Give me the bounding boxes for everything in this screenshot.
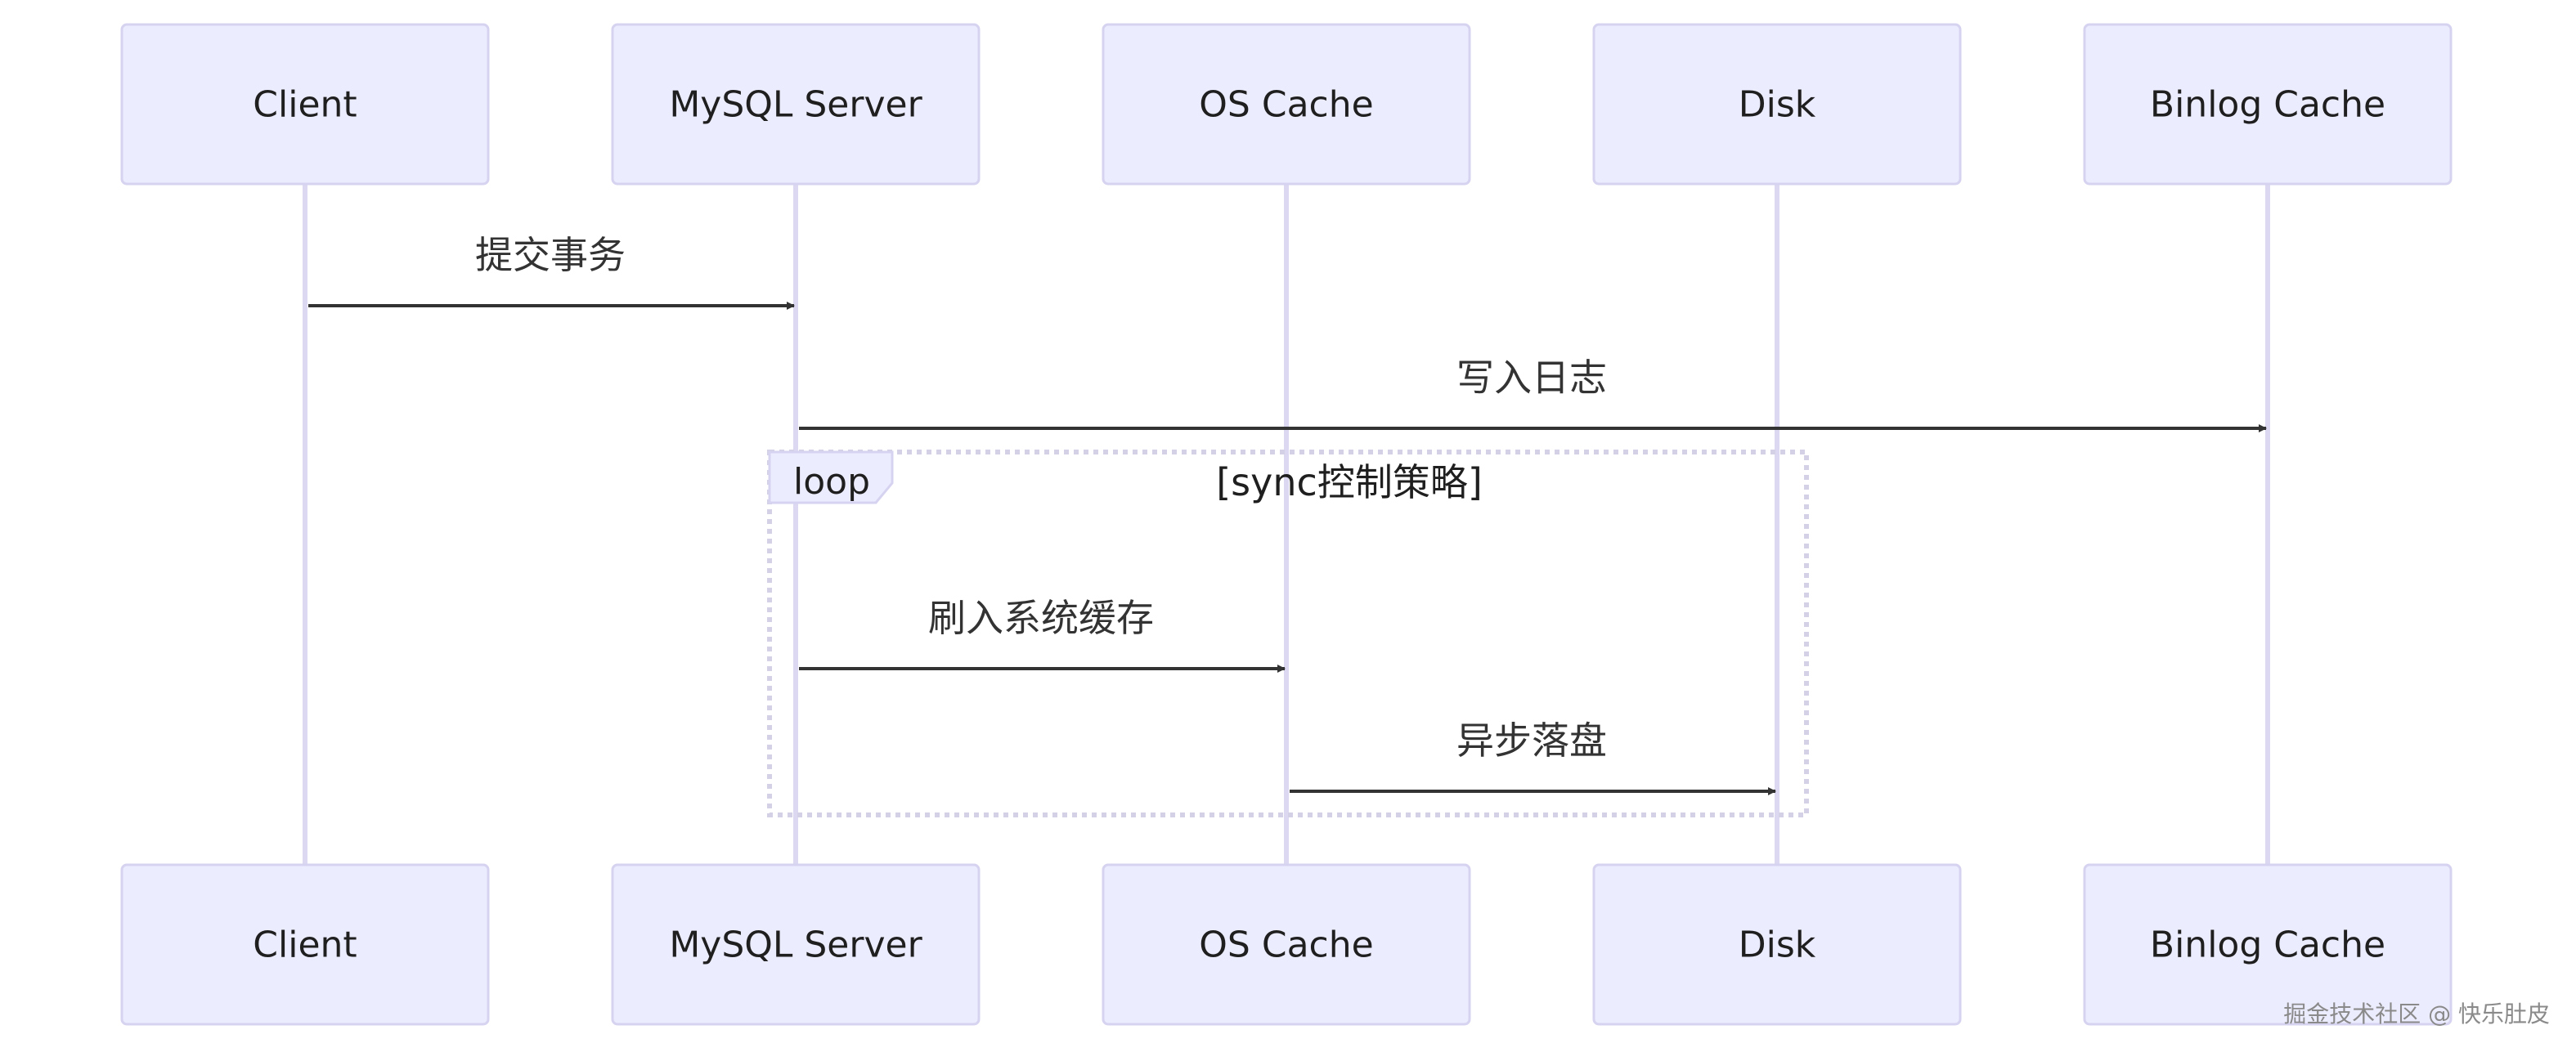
actor-label: MySQL Server — [669, 84, 922, 126]
actor-label: Disk — [1739, 924, 1816, 966]
actor-label: Client — [253, 924, 357, 966]
actor-label: OS Cache — [1199, 924, 1373, 966]
watermark: 掘金技术社区 @ 快乐肚皮 — [2283, 1001, 2550, 1027]
actor-label: MySQL Server — [669, 924, 922, 966]
message-flush-to-os-cache: 刷入系统缓存 — [799, 596, 1286, 673]
actor-top-disk: Disk — [1592, 23, 1962, 186]
actor-bottom-os-cache: OS Cache — [1102, 863, 1471, 1026]
message-write-log: 写入日志 — [799, 356, 2267, 432]
actor-label: OS Cache — [1199, 84, 1373, 126]
loop-frame: loop [sync控制策略] — [767, 450, 1809, 817]
message-async-flush-disk: 异步落盘 — [1290, 718, 1776, 795]
loop-title: loop — [793, 461, 870, 503]
message-label: 异步落盘 — [1456, 718, 1607, 763]
actor-top-mysql-server: MySQL Server — [611, 23, 981, 186]
actor-bottom-disk: Disk — [1592, 863, 1962, 1026]
actor-top-os-cache: OS Cache — [1102, 23, 1471, 186]
loop-tab — [768, 450, 894, 504]
actor-bottom-client: Client — [120, 863, 490, 1026]
actor-label: Binlog Cache — [2150, 84, 2385, 126]
message-label: 写入日志 — [1456, 356, 1607, 400]
loop-condition: [sync控制策略] — [1216, 460, 1483, 504]
message-commit-transaction: 提交事务 — [308, 233, 795, 310]
actor-top-binlog-cache: Binlog Cache — [2083, 23, 2453, 186]
actor-bottom-mysql-server: MySQL Server — [611, 863, 981, 1026]
actor-top-client: Client — [120, 23, 490, 186]
actor-label: Binlog Cache — [2150, 924, 2385, 966]
actor-label: Disk — [1739, 84, 1816, 126]
actor-bottom-binlog-cache: Binlog Cache — [2083, 863, 2453, 1026]
actor-label: Client — [253, 84, 357, 126]
message-label: 提交事务 — [475, 233, 626, 277]
message-label: 刷入系统缓存 — [928, 596, 1154, 640]
